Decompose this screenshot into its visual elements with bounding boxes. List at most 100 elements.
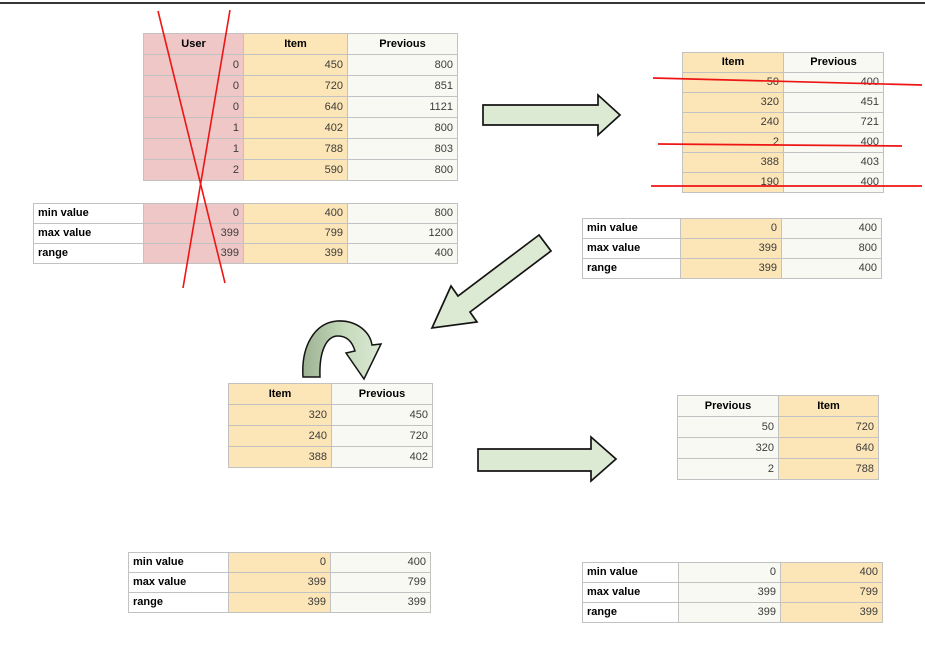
header-row: Item Previous (228, 383, 433, 405)
stat-value: 799 (330, 572, 431, 593)
arrow-loop-icon (302, 320, 383, 381)
data-cell: 50 (682, 72, 784, 93)
data-cell: 2 (143, 159, 244, 181)
table-row: range 399 400 (582, 258, 882, 279)
stat-value: 400 (243, 203, 348, 224)
data-cell: 0 (143, 54, 244, 76)
table-row: min value 0 400 (582, 218, 882, 239)
stat-value: 1200 (347, 223, 458, 244)
stat-value: 399 (143, 223, 244, 244)
table-row: 0 720 851 (143, 75, 458, 97)
stat-value: 399 (680, 238, 782, 259)
stat-value: 400 (780, 562, 883, 583)
table-row: 50 720 (677, 416, 879, 438)
table-row: min value 0 400 (582, 562, 883, 583)
data-cell: 803 (347, 138, 458, 160)
table-row: 2 590 800 (143, 159, 458, 181)
stat-value: 400 (347, 243, 458, 264)
stat-value: 399 (143, 243, 244, 264)
data-cell: 400 (783, 72, 884, 93)
column-header-item: Item (682, 52, 784, 73)
sampled-stats-table: min value 0 400 max value 399 799 range … (128, 552, 431, 613)
table-row: max value 399 799 (582, 582, 883, 603)
table-row-struck: 2 400 (682, 132, 884, 153)
data-cell: 1121 (347, 96, 458, 118)
table-row: range 399 399 (128, 592, 431, 613)
table-row: max value 399 799 1200 (33, 223, 458, 244)
data-cell: 720 (331, 425, 433, 447)
data-cell: 400 (783, 172, 884, 193)
stat-value: 399 (228, 592, 331, 613)
stat-label: min value (582, 218, 681, 239)
item-previous-table-sampled: Item Previous 320 450 240 720 388 402 (228, 383, 433, 468)
stat-label: min value (582, 562, 679, 583)
stat-value: 0 (680, 218, 782, 239)
stat-label: range (33, 243, 144, 264)
column-header-item: Item (228, 383, 332, 405)
table-row: max value 399 799 (128, 572, 431, 593)
data-cell: 1 (143, 117, 244, 139)
table-row: 240 720 (228, 425, 433, 447)
user-item-previous-table: User Item Previous 0 450 800 0 720 851 0… (143, 33, 458, 181)
data-cell: 788 (243, 138, 348, 160)
column-header-previous: Previous (783, 52, 884, 73)
table-row: 388 403 (682, 152, 884, 173)
column-header-previous: Previous (677, 395, 779, 417)
swapped-stats-table: min value 0 400 max value 399 799 range … (582, 562, 883, 623)
arrow-right-top-icon (482, 93, 622, 137)
stat-label: max value (582, 582, 679, 603)
stat-label: range (582, 602, 679, 623)
data-cell: 2 (677, 458, 779, 480)
data-cell: 0 (143, 96, 244, 118)
data-cell: 640 (778, 437, 879, 459)
data-cell: 800 (347, 54, 458, 76)
data-cell: 190 (682, 172, 784, 193)
data-cell: 50 (677, 416, 779, 438)
data-cell: 388 (682, 152, 784, 173)
data-cell: 2 (682, 132, 784, 153)
stat-value: 400 (781, 258, 882, 279)
table-row: range 399 399 400 (33, 243, 458, 264)
table-row: 0 640 1121 (143, 96, 458, 118)
data-cell: 388 (228, 446, 332, 468)
table-row: 240 721 (682, 112, 884, 133)
stat-value: 0 (143, 203, 244, 224)
data-cell: 720 (778, 416, 879, 438)
stat-label: max value (128, 572, 229, 593)
stat-value: 399 (330, 592, 431, 613)
table-row: 320 640 (677, 437, 879, 459)
data-cell: 450 (243, 54, 348, 76)
stat-value: 400 (781, 218, 882, 239)
stat-label: max value (582, 238, 681, 259)
table-row: 1 402 800 (143, 117, 458, 139)
data-cell: 800 (347, 159, 458, 181)
stat-value: 799 (780, 582, 883, 603)
table-row: 320 451 (682, 92, 884, 113)
data-cell: 320 (228, 404, 332, 426)
table-row-struck: 50 400 (682, 72, 884, 93)
data-cell: 400 (783, 132, 884, 153)
table-row: 388 402 (228, 446, 433, 468)
data-cell: 1 (143, 138, 244, 160)
column-header-previous: Previous (331, 383, 433, 405)
data-cell: 800 (347, 117, 458, 139)
data-cell: 402 (243, 117, 348, 139)
data-cell: 0 (143, 75, 244, 97)
column-header-item: Item (243, 33, 348, 55)
stat-value: 399 (678, 602, 781, 623)
item-previous-stats-table: min value 0 400 max value 399 800 range … (582, 218, 882, 279)
table-row: range 399 399 (582, 602, 883, 623)
header-row: Previous Item (677, 395, 879, 417)
stat-label: range (128, 592, 229, 613)
data-cell: 640 (243, 96, 348, 118)
header-row: User Item Previous (143, 33, 458, 55)
stat-value: 800 (347, 203, 458, 224)
data-cell: 851 (347, 75, 458, 97)
table-row: 1 788 803 (143, 138, 458, 160)
table-row: min value 0 400 800 (33, 203, 458, 224)
data-cell: 402 (331, 446, 433, 468)
user-item-previous-stats-table: min value 0 400 800 max value 399 799 12… (33, 203, 458, 264)
table-row: 320 450 (228, 404, 433, 426)
table-row-struck: 190 400 (682, 172, 884, 193)
